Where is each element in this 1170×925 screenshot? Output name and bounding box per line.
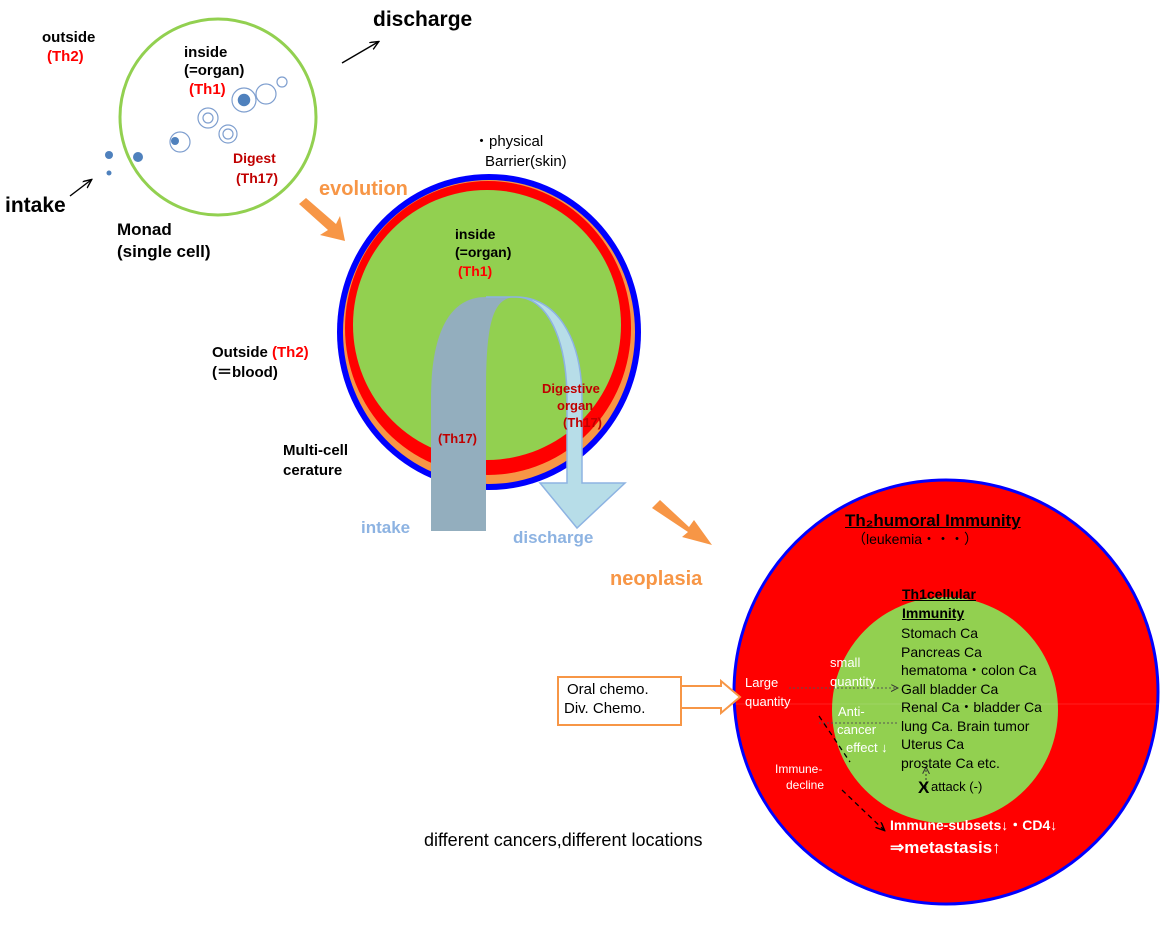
cancer-item: hematoma・colon Ca [901,662,1037,678]
monad-inside-organ: (=organ) [184,62,245,79]
th2-subtitle: （leukemia・・・） [852,531,979,547]
outside-text: Outside [212,344,273,361]
anticancer-label: Anti- [838,704,865,719]
footer-caption: different cancers,different locations [424,830,703,850]
outside-th: (Th2) [272,344,309,361]
vesicle [171,137,179,145]
monad-outside-th: (Th2) [47,48,84,65]
cancer-item: Renal Ca・bladder Ca [901,699,1042,715]
cancer-item: Gall bladder Ca [901,680,999,697]
vesicle-ring [276,76,288,88]
anticancer-label-2: cancer [837,722,877,737]
immune-decline-label: Immune- [775,762,823,776]
monad-outside-label: outside [42,29,96,46]
large-quantity-label: Large [745,675,779,690]
anticancer-effect-label: effect ↓ [846,740,888,755]
multicell-inside-th: (Th1) [458,263,493,279]
large-quantity-sub: quantity [745,694,791,709]
chemo-pointer [679,678,742,716]
cancer-item: Stomach Ca [901,625,979,641]
digestive-organ-label: Digestive [542,381,600,396]
monad-digest-th: (Th17) [236,170,278,186]
discharge-arrow [341,42,378,64]
evolution-label: evolution [319,178,408,200]
digestive-organ-th: (Th17) [563,415,602,430]
multicell-name: Multi-cell [283,442,349,459]
vesicle-ring [231,87,257,113]
attack-blocked-x: X [918,778,930,797]
vesicle-ring [197,107,219,129]
th2-title: Th₂humoral Immunity [845,511,1021,530]
metastasis-label: ⇒metastasis↑ [890,838,1001,857]
vesicle-ring [222,128,234,140]
arc-th17-label: (Th17) [438,431,477,446]
div-chemo-label: Div. Chemo. [564,700,646,717]
monad-name-sub: (single cell) [117,242,211,261]
intake-arrow [69,180,91,197]
neoplasia-label: neoplasia [610,568,703,590]
monad-intake-label: intake [5,194,66,217]
small-quantity-sub: quantity [830,674,876,689]
multicell-outside-label: Outside (Th2) [212,344,309,361]
immune-decline-line [818,715,851,763]
nutrient-particle [106,170,112,176]
intake-arc-arrow [431,297,516,531]
monad-name: Monad [117,220,172,239]
vesicle-ring [255,83,277,105]
multicell-blood-label: (＝blood) [212,364,278,381]
monad-cell [69,17,378,217]
neoplasia-diagram [679,478,1160,906]
nutrient-particle [133,152,143,162]
monad-digest-label: Digest [233,150,276,166]
multicell-intake-label: intake [361,518,411,537]
monad-inside-th: (Th1) [189,81,226,98]
th1-cellular-circle [832,597,1058,823]
oral-chemo-label: Oral chemo. [567,681,649,698]
cancer-item: prostate Ca etc. [901,754,1000,771]
barrier-label: ・physical [474,133,544,150]
neoplasia-arrow [652,500,712,545]
cancer-item: lung Ca. Brain tumor [901,717,1030,734]
immune-decline-sub: decline [786,778,825,792]
vesicle-ring [169,131,191,153]
th1-title-sub: Immunity [902,605,965,621]
immune-subsets-label: Immune-subsets↓・CD4↓ [890,817,1058,833]
attack-label: attack (-) [931,779,983,794]
vesicle-ring [202,112,214,124]
cancer-list: Stomach Ca Pancreas Ca hematoma・colon Ca… [901,624,1042,772]
vesicle [236,92,252,108]
barrier-label-sub: Barrier(skin) [485,153,567,170]
multicell-inside-organ: (=organ) [455,244,512,260]
cancer-item: Uterus Ca [901,736,965,752]
multicell-body [337,174,641,531]
monad-inside-label: inside [184,44,228,61]
monad-discharge-label: discharge [373,8,473,31]
digestive-organ-sub: organ [557,398,594,413]
small-quantity-label: small [830,655,861,670]
vesicle-ring [218,124,238,144]
multicell-inside-label: inside [455,226,496,242]
multicell-name-sub: cerature [283,462,343,479]
evolution-arrow [299,198,345,241]
th1-title: Th1cellular [902,586,976,602]
multicell-discharge-label: discharge [513,528,594,547]
discharge-arc-arrow [486,296,627,530]
cancer-item: Pancreas Ca [901,643,982,660]
immune-decline-arrow [841,789,884,830]
chemo-box [557,676,682,726]
nutrient-particle [105,151,113,159]
